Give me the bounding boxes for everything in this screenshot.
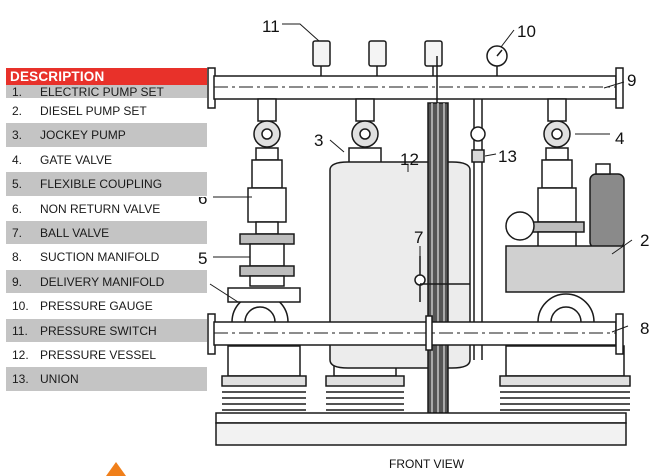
pressure-switches: [312, 40, 443, 76]
legend-item-label: JOCKEY PUMP: [40, 128, 126, 143]
legend-item-number: 12.: [12, 347, 29, 362]
callout-8: 8: [640, 319, 649, 338]
legend-item-label: PRESSURE VESSEL: [40, 347, 157, 362]
callout-7: 7: [414, 228, 423, 247]
callout-6: 6: [198, 189, 207, 208]
callout-11: 11: [262, 17, 280, 36]
pressure-gauge: [486, 45, 508, 76]
legend-item-label: DELIVERY MANIFOLD: [40, 274, 165, 289]
logo-icon: [106, 462, 126, 476]
legend-item-label: PRESSURE GAUGE: [40, 299, 153, 314]
legend-item: 6. NON RETURN VALVE: [6, 197, 207, 221]
description-legend: DESCRIPTION 1. ELECTRIC PUMP SET 2. DIESEL …: [6, 68, 207, 392]
front-view-caption: FRONT VIEW: [389, 457, 465, 471]
legend-item-number: 2.: [12, 104, 23, 118]
callout-12: 12: [400, 150, 419, 169]
union-line: [470, 99, 486, 360]
gate-valves: [253, 120, 571, 148]
callout-5: 5: [198, 249, 207, 268]
legend-item-number: 3.: [12, 128, 23, 143]
legend-list: 1. ELECTRIC PUMP SET 2. DIESEL PUMP SET 3. JO…: [6, 85, 207, 392]
legend-item-number: 4.: [12, 152, 23, 167]
callout-9: 9: [627, 71, 636, 90]
legend-item-number: 10.: [12, 299, 29, 314]
legend-item-number: 1.: [12, 85, 23, 99]
suction-manifold: [207, 313, 624, 355]
callout-2: 2: [640, 231, 649, 250]
legend-item: 10. PRESSURE GAUGE: [6, 294, 207, 319]
legend-item: 3. JOCKEY PUMP: [6, 123, 207, 148]
legend-item: 13. UNION: [6, 367, 207, 392]
ball-valve: [414, 256, 470, 302]
legend-item-label: SUCTION MANIFOLD: [40, 250, 160, 265]
callout-13: 13: [498, 147, 517, 166]
legend-item-label: GATE VALVE: [40, 152, 113, 167]
legend-item-number: 6.: [12, 201, 23, 216]
legend-item-number: 8.: [12, 250, 23, 265]
legend-item-label: DIESEL PUMP SET: [40, 104, 147, 118]
legend-item: 12. PRESSURE VESSEL: [6, 343, 207, 368]
legend-item-label: BALL VALVE: [40, 225, 110, 240]
legend-item-label: PRESSURE SWITCH: [40, 323, 157, 338]
legend-item: 8. SUCTION MANIFOLD: [6, 245, 207, 270]
electric-pump-column: [221, 147, 307, 411]
callout-10: 10: [517, 22, 536, 41]
legend-item: 5. FLEXIBLE COUPLING: [6, 172, 207, 197]
legend-item-label: ELECTRIC PUMP SET: [40, 85, 164, 99]
legend-item-number: 7.: [12, 225, 23, 240]
legend-item-label: UNION: [40, 372, 79, 387]
legend-item: 2. DIESEL PUMP SET: [6, 99, 207, 124]
legend-item: 11. PRESSURE SWITCH: [6, 318, 207, 343]
leader-lines: [209, 23, 633, 333]
legend-item-label: FLEXIBLE COUPLING: [40, 177, 163, 192]
legend-item: 1. ELECTRIC PUMP SET: [6, 85, 207, 99]
legend-item-number: 5.: [12, 177, 23, 192]
legend-item: 4. GATE VALVE: [6, 148, 207, 173]
diesel-pump-column: [499, 147, 631, 411]
legend-title: DESCRIPTION: [6, 68, 207, 85]
callout-4: 4: [615, 129, 624, 148]
legend-item: 9. DELIVERY MANIFOLD: [6, 269, 207, 295]
legend-item-number: 9.: [12, 274, 23, 289]
legend-item-number: 13.: [12, 372, 29, 387]
support-column: [427, 56, 449, 414]
base-frame: [215, 412, 627, 446]
legend-item: 7. BALL VALVE: [6, 220, 207, 246]
legend-item-number: 11.: [12, 323, 28, 338]
legend-item-label: NON RETURN VALVE: [40, 201, 161, 216]
delivery-manifold: [207, 67, 624, 109]
callout-3: 3: [314, 131, 323, 150]
